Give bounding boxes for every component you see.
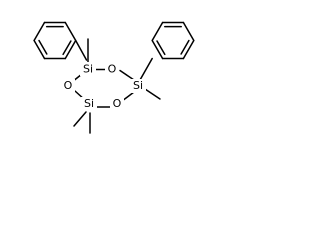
- bond: [64, 39, 77, 60]
- atom-si-top: Si: [83, 63, 93, 76]
- atom-o-top: O: [108, 63, 117, 76]
- bond: [33, 21, 46, 42]
- bond: [182, 21, 195, 42]
- double-bond-inner: [38, 39, 48, 55]
- bond-si-phenyl: [74, 39, 88, 61]
- double-bond-inner: [156, 40, 166, 56]
- phenyl-ring-left: [33, 21, 77, 60]
- bond-si-phenyl: [139, 57, 153, 81]
- atom-o-left: O: [64, 79, 73, 92]
- phenyl-ring-right: [151, 21, 195, 60]
- atom-si-bottom: Si: [84, 97, 94, 110]
- molecule-diagram: Si O Si O Si O: [33, 21, 195, 134]
- bond-si-methyl: [144, 88, 161, 100]
- atom-labels: Si O Si O Si O: [61, 62, 146, 111]
- double-bond-inner: [180, 39, 190, 55]
- bond: [64, 21, 77, 42]
- siloxane-ring: [71, 38, 161, 134]
- atom-o-bottom: O: [113, 97, 122, 110]
- double-bond-inner: [62, 40, 72, 56]
- bond: [182, 39, 195, 60]
- bond: [151, 39, 164, 60]
- atom-si-right: Si: [133, 79, 143, 92]
- bond: [33, 39, 46, 60]
- bond-o-si: [119, 69, 135, 81]
- bond: [151, 21, 164, 42]
- bond-si-methyl: [73, 111, 87, 127]
